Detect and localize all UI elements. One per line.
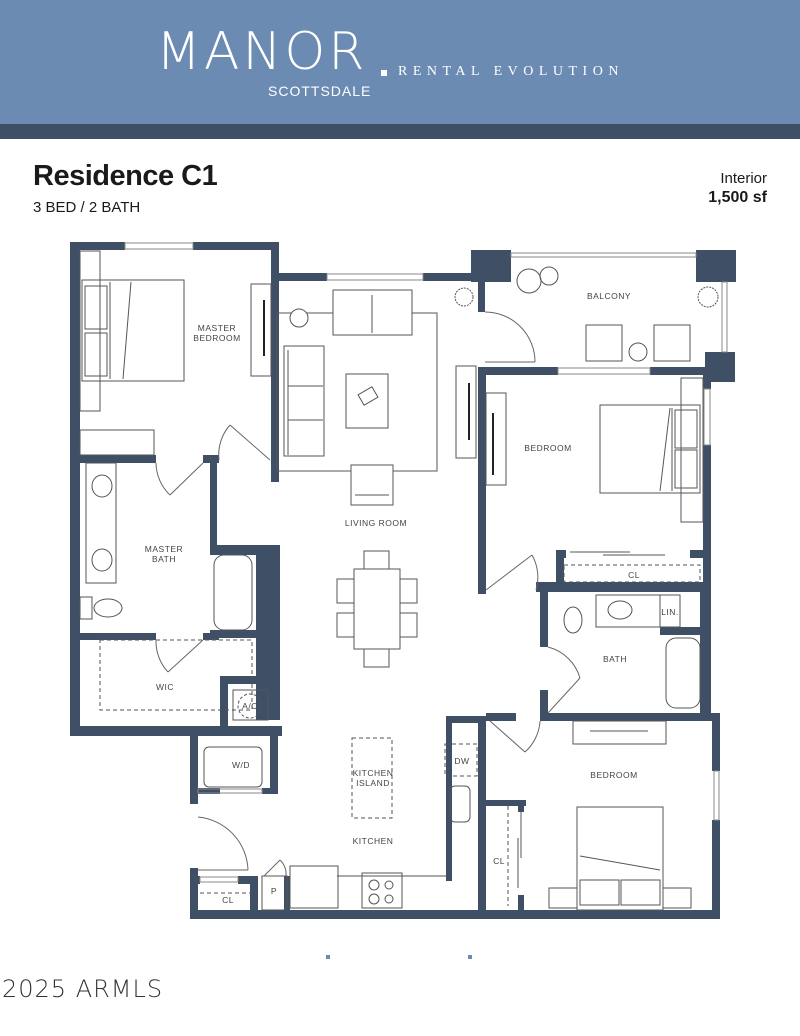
label-kitchen: KITCHEN	[353, 836, 394, 846]
residence-title: Residence C1	[33, 160, 218, 192]
label-closet-entry: CL	[222, 895, 234, 905]
label-master-bath-2: BATH	[152, 554, 176, 564]
label-washer-dryer: W/D	[232, 760, 250, 770]
label-bath: BATH	[603, 654, 627, 664]
furniture	[79, 250, 719, 911]
label-pantry: P	[271, 886, 277, 896]
page-marker-right	[468, 955, 472, 959]
label-master-bedroom: MASTER	[198, 323, 236, 333]
label-kitchen-island-2: ISLAND	[356, 778, 390, 788]
residence-beds-baths: 3 BED / 2 BATH	[33, 199, 141, 216]
interior-label: Interior	[720, 170, 767, 187]
label-linen: LIN.	[661, 607, 679, 617]
interior-area: 1,500 sf	[708, 189, 767, 206]
logo-dot	[381, 70, 387, 76]
doors	[155, 311, 581, 877]
label-wic: WIC	[156, 682, 174, 692]
label-ac: A/C	[242, 701, 258, 711]
label-kitchen-island: KITCHEN	[353, 768, 394, 778]
label-master-bath: MASTER	[145, 544, 183, 554]
label-closet-3: CL	[493, 856, 505, 866]
windows	[124, 242, 728, 883]
brand-location: SCOTTSDALE	[268, 83, 372, 99]
label-master-bedroom-2: BEDROOM	[193, 333, 240, 343]
page-marker-left	[326, 955, 330, 959]
header-accent-bar	[0, 124, 800, 139]
label-balcony: BALCONY	[587, 291, 631, 301]
room-labels: MASTER BEDROOM MASTER BATH WIC A/C W/D L…	[145, 291, 679, 905]
label-living-room: LIVING ROOM	[345, 518, 407, 528]
label-closet-2: CL	[628, 570, 640, 580]
walls	[70, 242, 736, 919]
label-dishwasher: DW	[454, 756, 469, 766]
label-bedroom-3: BEDROOM	[590, 770, 637, 780]
copyright-watermark: 2025 ARMLS	[2, 975, 164, 1003]
brand-logo: MANOR	[156, 22, 368, 82]
brand-tagline: RENTAL EVOLUTION	[398, 64, 624, 79]
label-bedroom-2: BEDROOM	[524, 443, 571, 453]
header-banner	[0, 0, 800, 124]
